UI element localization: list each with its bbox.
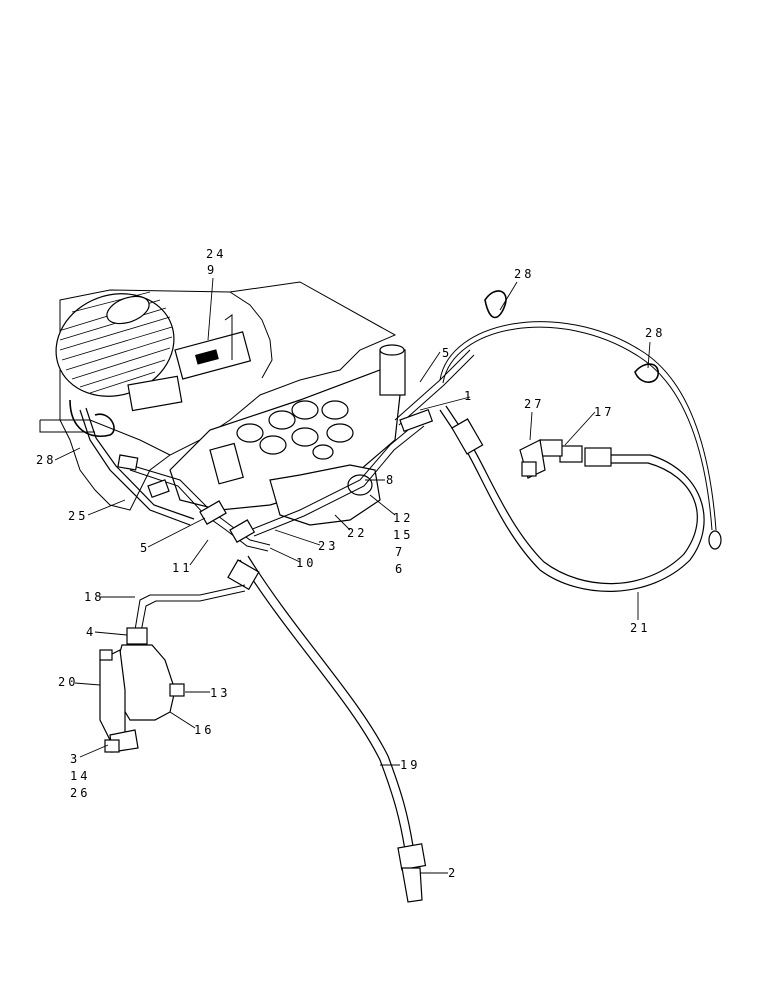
control-valve-block <box>169 344 406 526</box>
callout-23: 23 <box>318 539 338 553</box>
callout-16: 16 <box>194 723 214 737</box>
callout-11: 11 <box>172 561 192 575</box>
pipe-18 <box>134 584 246 633</box>
battery <box>174 314 252 380</box>
callout-28-left: 28 <box>36 453 56 467</box>
callout-26: 26 <box>70 786 90 800</box>
callout-9: 9 <box>207 263 217 277</box>
hose-19 <box>227 555 427 903</box>
callout-2: 2 <box>448 866 458 880</box>
callout-20: 20 <box>58 675 78 689</box>
callout-7: 7 <box>395 545 405 559</box>
cable-28 <box>439 290 722 550</box>
callout-3: 3 <box>70 752 80 766</box>
callout-1: 1 <box>464 389 474 403</box>
callout-labels: 24 9 28 28 28 5 1 27 17 8 25 12 22 15 5 … <box>36 247 665 880</box>
callout-27: 27 <box>524 397 544 411</box>
hose-21 <box>439 405 705 592</box>
radiator-grille <box>55 291 183 412</box>
callout-12: 12 <box>393 511 413 525</box>
callout-17: 17 <box>594 405 614 419</box>
callout-19: 19 <box>400 758 420 772</box>
leader-lines <box>54 277 651 874</box>
elbow-fitting-27 <box>519 439 563 479</box>
filter-assembly <box>99 627 185 753</box>
callout-28-right: 28 <box>645 326 665 340</box>
callout-4: 4 <box>86 625 96 639</box>
callout-13: 13 <box>210 686 230 700</box>
callout-22: 22 <box>347 526 367 540</box>
valve-pipes <box>117 349 475 552</box>
callout-5-top: 5 <box>442 346 452 360</box>
callout-6: 6 <box>395 562 405 576</box>
callout-28-top: 28 <box>514 267 534 281</box>
callout-15: 15 <box>393 528 413 542</box>
callout-18: 18 <box>84 590 104 604</box>
callout-5-bottom: 5 <box>140 541 150 555</box>
callout-10: 10 <box>296 556 316 570</box>
callout-21: 21 <box>630 621 650 635</box>
callout-8: 8 <box>386 473 396 487</box>
hose-25 <box>69 399 195 526</box>
callout-24: 24 <box>206 247 226 261</box>
callout-25: 25 <box>68 509 88 523</box>
callout-14: 14 <box>70 769 90 783</box>
